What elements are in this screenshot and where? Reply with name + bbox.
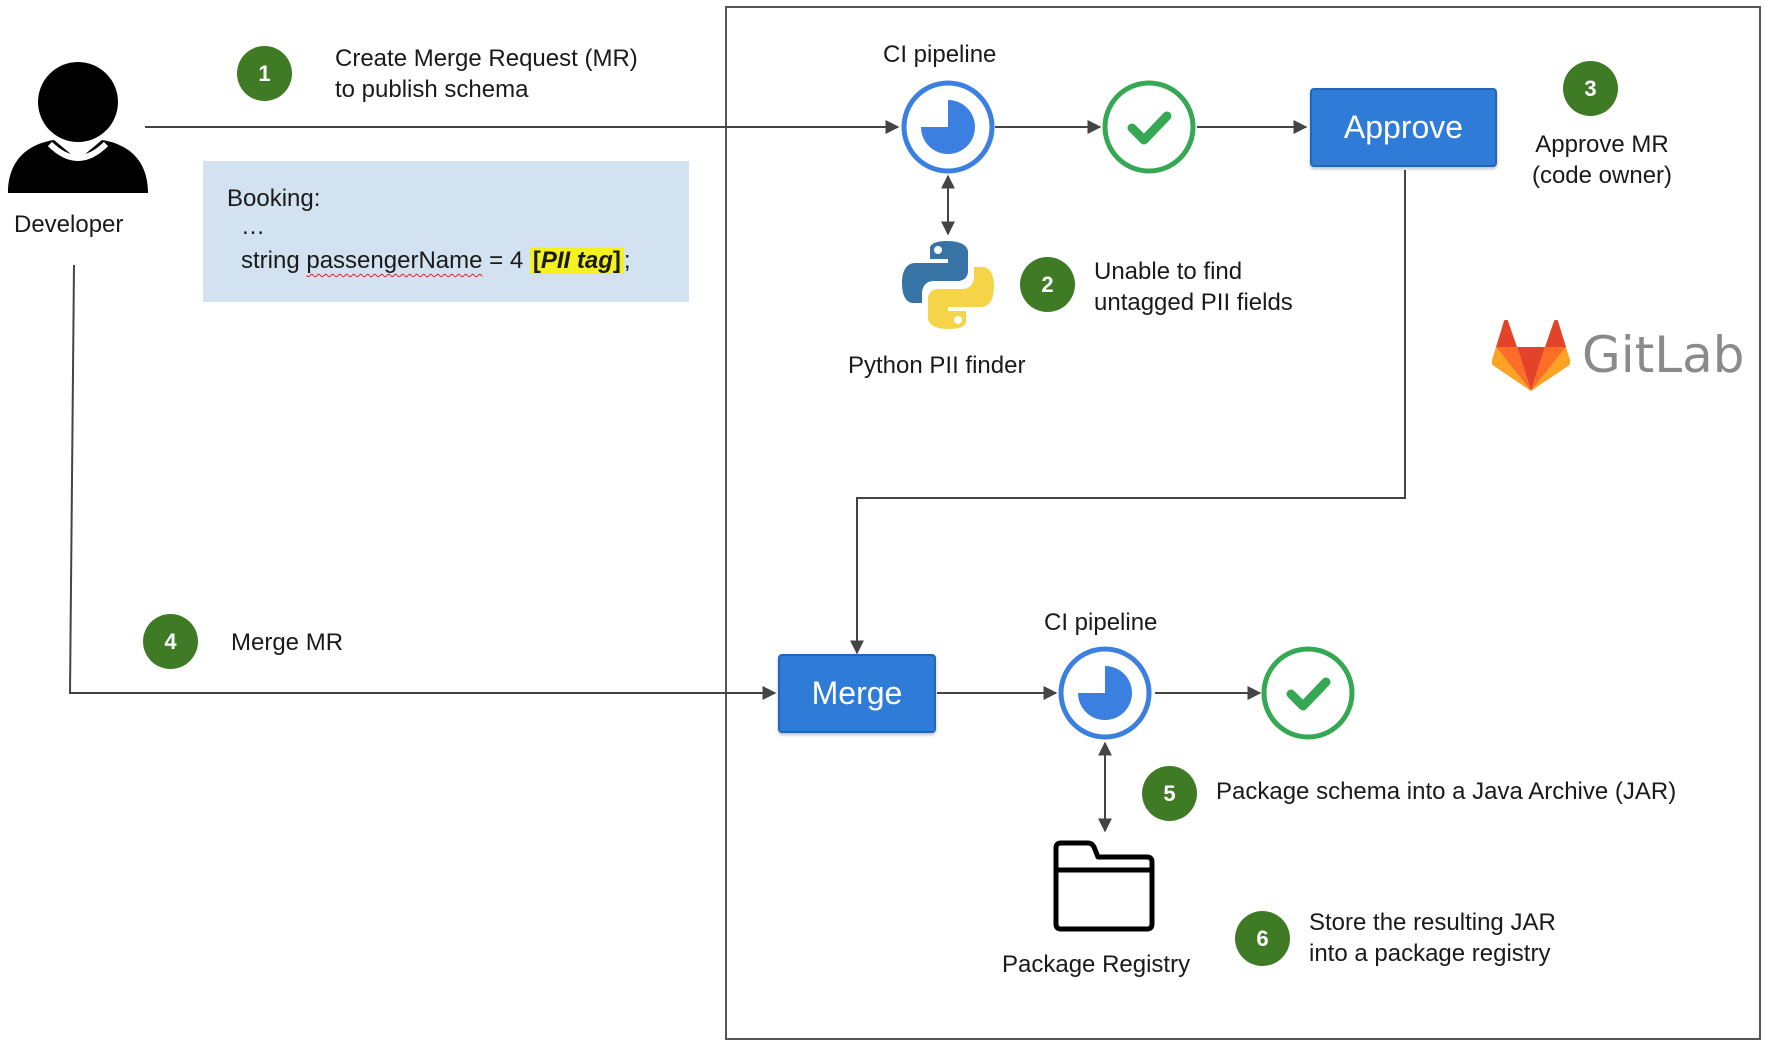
code-assign: = 4: [482, 247, 530, 274]
step-3-line-2: (code owner): [1531, 162, 1673, 189]
step-4-badge: 4: [143, 614, 198, 669]
pipeline-2-label: CI pipeline: [1044, 609, 1158, 636]
step-2-line-2: untagged PII fields: [1094, 289, 1293, 316]
pipeline-1-label: CI pipeline: [883, 41, 997, 68]
pii-tag-open: [: [532, 247, 541, 274]
arrow-developer-to-merge: [68, 264, 777, 700]
code-suffix: ;: [623, 247, 631, 274]
step-2-text: Unable to find untagged PII fields: [1094, 256, 1293, 318]
step-3-line-1: Approve MR: [1535, 131, 1669, 158]
step-6-line-2: into a package registry: [1309, 940, 1551, 967]
registry-label: Package Registry: [1002, 951, 1191, 978]
pipeline-1-icon: [901, 80, 995, 174]
pii-tag-text: PII tag: [540, 247, 613, 274]
step-1-badge: 1: [237, 46, 292, 101]
pipeline-2-icon: [1058, 646, 1152, 740]
step-3-badge: 3: [1563, 61, 1618, 116]
step-5-badge: 5: [1142, 766, 1197, 821]
pii-tag-close: ]: [612, 247, 621, 274]
step-6-badge: 6: [1235, 911, 1290, 966]
code-prefix: string: [241, 247, 307, 274]
gitlab-boundary-frame: [725, 6, 1761, 1040]
step-3-text: Approve MR (code owner): [1516, 129, 1688, 191]
step-1-text: Create Merge Request (MR) to publish sch…: [335, 43, 638, 105]
code-line-ellipsis: …: [241, 213, 265, 240]
step-2-line-1: Unable to find: [1094, 258, 1243, 285]
gitlab-fox-icon: [1492, 320, 1570, 391]
step-6-line-1: Store the resulting JAR: [1309, 909, 1556, 936]
code-identifier: passengerName: [306, 247, 483, 274]
gitlab-wordmark: GitLab: [1582, 326, 1745, 384]
approve-button[interactable]: Approve: [1310, 88, 1497, 167]
code-line-booking: Booking:: [227, 185, 321, 212]
code-line-field: string passengerName = 4 [PII tag];: [241, 247, 631, 275]
step-2-badge: 2: [1020, 257, 1075, 312]
step-5-line-1: Package schema into a Java Archive (JAR): [1216, 778, 1677, 805]
step-6-text: Store the resulting JAR into a package r…: [1309, 907, 1556, 969]
step-5-text: Package schema into a Java Archive (JAR): [1216, 776, 1676, 807]
developer-icon: [8, 62, 148, 193]
python-finder-label: Python PII finder: [848, 352, 1026, 379]
python-logo-icon: [902, 241, 994, 329]
arrow-approve-to-merge: [850, 170, 1406, 655]
check-2-icon: [1261, 646, 1355, 740]
check-1-icon: [1102, 80, 1196, 174]
step-1-line-2: to publish schema: [335, 76, 529, 103]
merge-button[interactable]: Merge: [778, 654, 936, 733]
schema-code-box: Booking: … string passengerName = 4 [PII…: [203, 161, 689, 302]
step-4-line-1: Merge MR: [231, 629, 344, 656]
folder-icon: [1053, 840, 1155, 932]
step-1-line-1: Create Merge Request (MR): [335, 45, 638, 72]
developer-label: Developer: [14, 211, 124, 238]
step-4-text: Merge MR: [231, 627, 343, 658]
pii-tag-highlight: [PII tag]: [529, 247, 624, 274]
